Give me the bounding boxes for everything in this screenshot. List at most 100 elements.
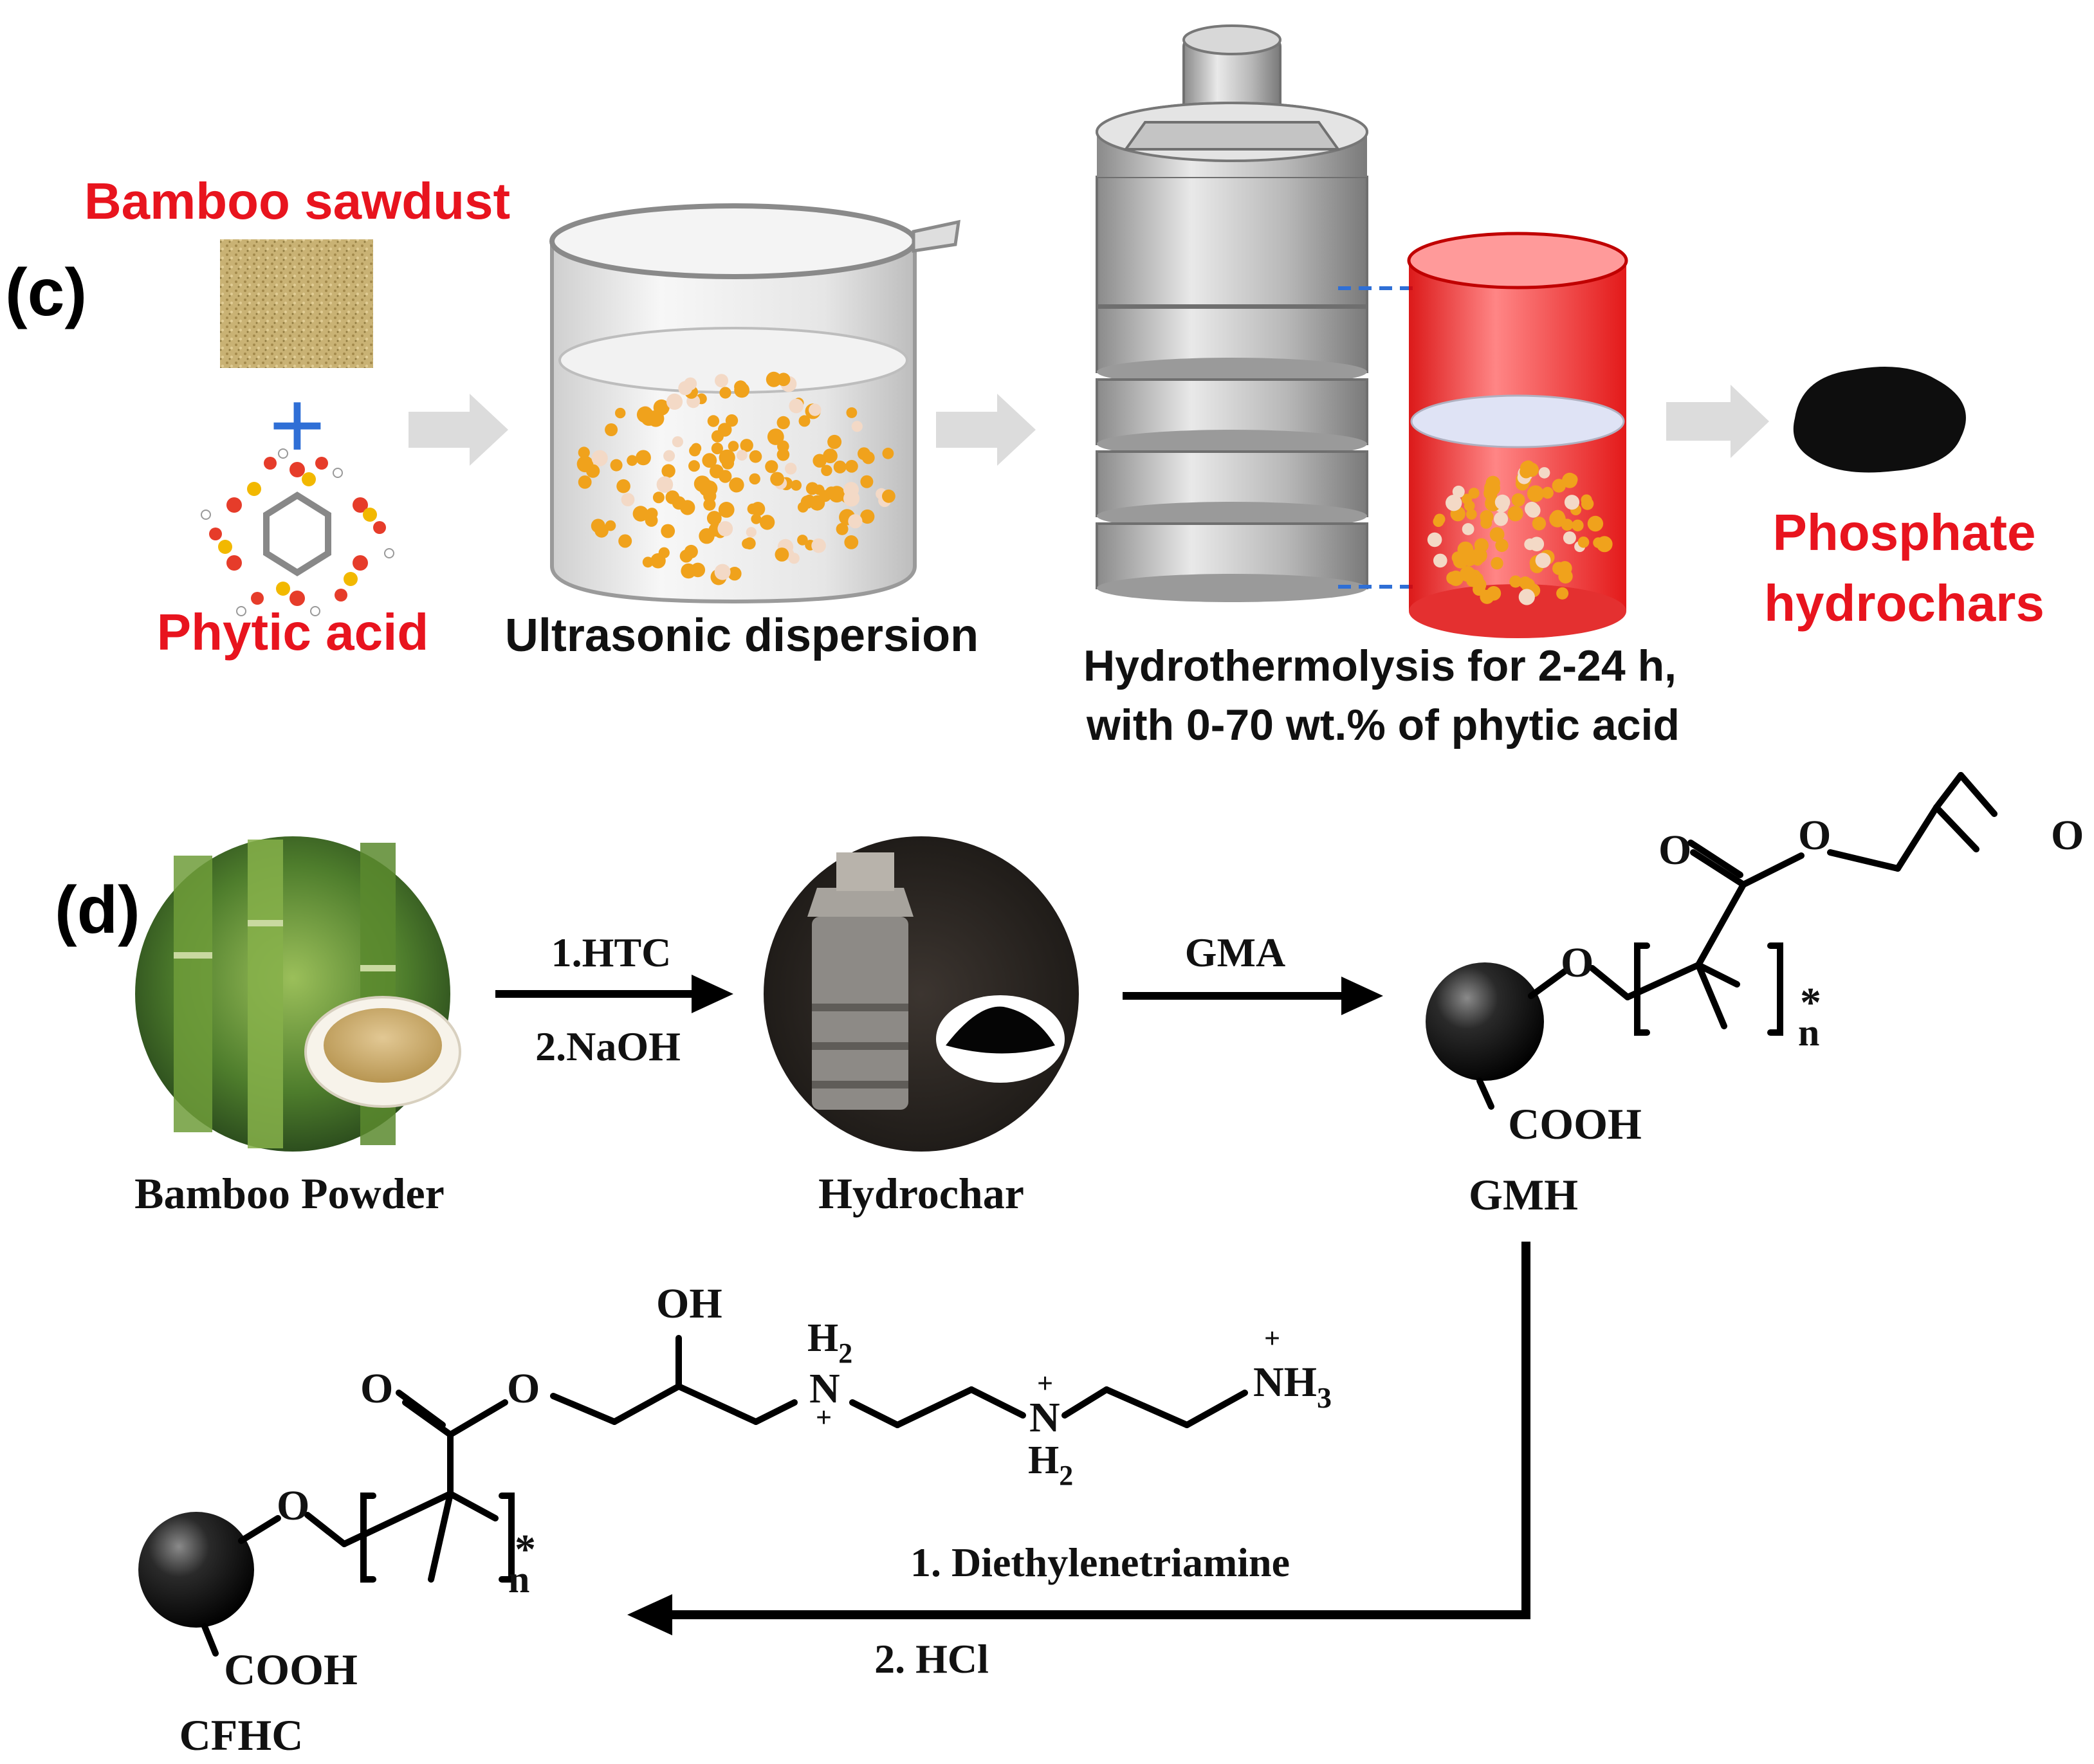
particle-dot xyxy=(734,380,748,394)
step-htc-label: 1.HTC xyxy=(551,930,672,975)
bamboo-sawdust-image xyxy=(220,239,373,368)
particle-dot xyxy=(1596,536,1613,553)
particle-dot xyxy=(791,480,802,491)
cfhc-n2: N xyxy=(1029,1394,1060,1441)
particle-dot xyxy=(680,500,695,515)
particle-dot xyxy=(728,441,739,452)
particle-dot xyxy=(1480,517,1492,529)
bamboo-powder-label: Bamboo Powder xyxy=(134,1169,445,1218)
particle-dot xyxy=(1532,517,1547,531)
hydrochar-pile-icon xyxy=(1793,367,1966,473)
particle-dot xyxy=(759,515,775,530)
particle-dot xyxy=(1460,565,1476,582)
particle-dot xyxy=(1494,494,1511,510)
particle-dot xyxy=(702,453,717,468)
gmh-carbonyl-o: O xyxy=(1658,827,1691,874)
phosphate-hydrochars-line2: hydrochars xyxy=(1764,574,2044,632)
particle-dot xyxy=(1462,523,1474,535)
particle-dot xyxy=(1552,562,1566,575)
particle-dot xyxy=(800,495,814,509)
particle-dot xyxy=(719,449,735,466)
particle-dot xyxy=(749,473,760,485)
reaction-arrow-2 xyxy=(1123,977,1383,1015)
beaker-icon xyxy=(549,203,960,604)
autoclave-icon xyxy=(1096,24,1415,602)
liner-particles xyxy=(1427,460,1613,605)
gmh-star: * xyxy=(1800,979,1821,1026)
particle-dot xyxy=(1519,576,1532,589)
particle-dot xyxy=(656,476,674,493)
particle-dot xyxy=(1433,553,1447,568)
particle-dot xyxy=(1535,553,1551,568)
particle-dot xyxy=(666,393,683,410)
particle-dot xyxy=(1468,488,1480,499)
particle-dot xyxy=(740,439,753,452)
particle-dot xyxy=(658,547,670,558)
reaction-arrow-3 xyxy=(672,1242,1530,1619)
particle-dot xyxy=(749,450,762,463)
particle-dot xyxy=(586,464,600,478)
particle-dot xyxy=(1494,511,1509,526)
cfhc-h2-bottom: H2 xyxy=(1028,1438,1073,1491)
gray-arrow-1 xyxy=(409,394,508,466)
phytic-acid-label: Phytic acid xyxy=(157,603,428,661)
particle-dot xyxy=(860,475,874,488)
bamboo-powder-photo xyxy=(135,836,461,1152)
particle-dot xyxy=(652,492,665,504)
particle-dot xyxy=(1541,486,1554,499)
particle-dot xyxy=(605,520,616,531)
particle-dot xyxy=(647,410,665,427)
particle-dot xyxy=(646,508,658,520)
particle-dot xyxy=(684,544,698,559)
particle-dot xyxy=(827,434,842,449)
particle-dot xyxy=(1507,506,1523,522)
particle-dot xyxy=(848,514,863,529)
particle-dot xyxy=(719,387,731,399)
panel-d-letter: (d) xyxy=(55,873,140,948)
particle-dot xyxy=(691,443,702,454)
gmh-ester-o: O xyxy=(1798,812,1831,859)
particle-dot xyxy=(718,502,735,518)
particle-dot xyxy=(846,407,858,418)
particle-dot xyxy=(616,479,630,493)
cfhc-h2-top: H2 xyxy=(807,1316,852,1369)
particle-dot xyxy=(1491,556,1503,570)
particle-dot xyxy=(1474,538,1489,553)
particle-dot xyxy=(1562,472,1577,488)
particle-dot xyxy=(836,522,849,535)
particle-dot xyxy=(661,524,675,538)
particle-dot xyxy=(785,463,797,475)
particle-dot xyxy=(1581,497,1594,510)
particle-dot xyxy=(632,506,648,522)
particle-dot xyxy=(1448,570,1464,586)
cfhc-plus3: + xyxy=(1264,1323,1280,1354)
particle-dot xyxy=(710,464,724,479)
cfhc-plus2: + xyxy=(1037,1368,1053,1399)
particle-dot xyxy=(843,490,860,507)
step-diethylenetriamine-label: 1. Diethylenetriamine xyxy=(910,1539,1290,1585)
particle-dot xyxy=(851,421,863,432)
cfhc-nh3: NH3 xyxy=(1253,1359,1332,1414)
particle-dot xyxy=(1452,485,1465,498)
hydrochar-label: Hydrochar xyxy=(818,1169,1024,1218)
particle-dot xyxy=(1527,485,1544,502)
particle-dot xyxy=(1561,519,1574,531)
particle-dot xyxy=(1587,515,1604,532)
particle-dot xyxy=(1433,516,1444,528)
particle-dot xyxy=(1464,500,1475,511)
particle-dot xyxy=(1509,575,1522,588)
particle-dot xyxy=(1563,531,1576,544)
particle-dot xyxy=(665,490,680,504)
cfhc-n: n xyxy=(508,1558,529,1601)
gmh-epoxide-o: O xyxy=(2051,812,2084,859)
particle-dot xyxy=(678,381,693,396)
particle-dot xyxy=(594,524,609,538)
step-hcl-label: 2. HCl xyxy=(874,1636,989,1682)
particle-dot xyxy=(746,527,757,538)
cfhc-plus1: + xyxy=(816,1402,832,1433)
particle-dot xyxy=(1446,495,1462,511)
step-naoh-label: 2.NaOH xyxy=(535,1024,681,1069)
particle-dot xyxy=(711,430,724,443)
particle-dot xyxy=(1525,501,1539,517)
